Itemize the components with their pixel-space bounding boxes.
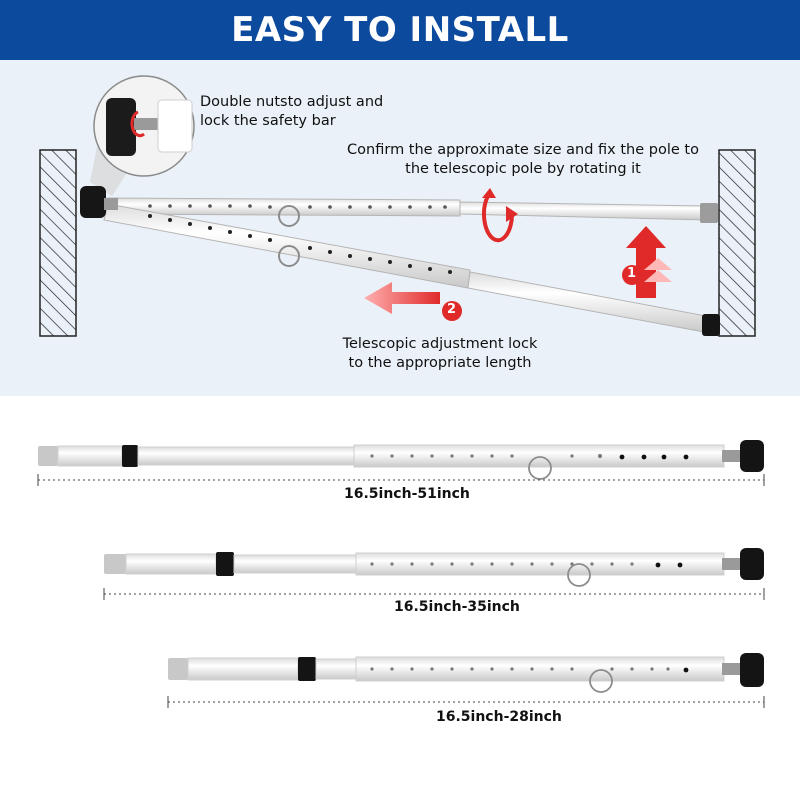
nut-caption-line-2: lock the safety bar — [200, 113, 336, 129]
size-label-1: 16.5inch-51inch — [344, 486, 470, 502]
lower-pole — [103, 203, 720, 336]
page-title: EASY TO INSTALL — [231, 10, 569, 50]
pull-left-arrow-icon — [364, 282, 440, 314]
rotate-caption-line-1: Confirm the approximate size and fix the… — [347, 142, 699, 158]
lock-ring — [278, 245, 300, 267]
telescope-caption: Telescopic adjustment lock to the approp… — [320, 335, 560, 373]
step-two-number: 2 — [447, 302, 457, 317]
rotate-caption: Confirm the approximate size and fix the… — [338, 141, 708, 179]
rotate-nut-icon — [130, 110, 145, 138]
upper-pole — [107, 197, 718, 227]
nut-detail-callout — [93, 75, 195, 177]
telescope-caption-line-1: Telescopic adjustment lock — [342, 336, 538, 352]
push-up-arrow-icon — [626, 226, 672, 298]
pole-size-3 — [167, 653, 765, 708]
step-one-badge — [622, 265, 642, 285]
size-label-3: 16.5inch-28inch — [436, 709, 562, 725]
rotate-arrow-icon — [482, 188, 518, 243]
right-wall — [718, 149, 756, 337]
step-one-number: 1 — [627, 266, 637, 281]
pole-size-1 — [37, 440, 765, 486]
pole-size-2 — [103, 548, 765, 600]
nut-caption-line-1: Double nutsto adjust and — [200, 94, 384, 110]
telescope-caption-line-2: to the appropriate length — [348, 355, 532, 371]
size-label-2: 16.5inch-35inch — [394, 599, 520, 615]
step-two-badge — [442, 301, 462, 321]
rotate-caption-line-2: the telescopic pole by rotating it — [405, 161, 641, 177]
nut-adjust-caption: Double nutsto adjust and lock the safety… — [200, 93, 383, 131]
left-wall — [39, 149, 77, 337]
title-banner: EASY TO INSTALL — [0, 0, 800, 60]
lock-ring — [278, 205, 300, 227]
end-cap-nut — [80, 186, 118, 218]
